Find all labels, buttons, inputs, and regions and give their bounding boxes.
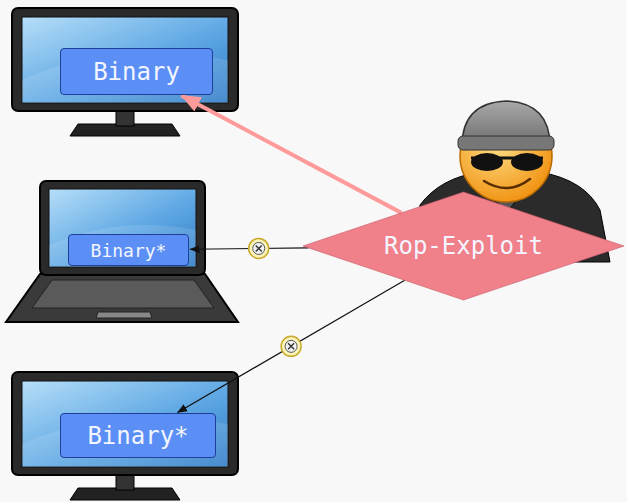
- blocked-icon: [281, 336, 301, 356]
- blocked-icon: [249, 238, 269, 258]
- node-label: Binary: [93, 58, 180, 86]
- laptop: [6, 181, 238, 322]
- binary-box: Binary: [60, 48, 213, 95]
- diamond-shape: [303, 192, 624, 300]
- monitor-top: [12, 8, 238, 136]
- binary-box: Binary*: [68, 234, 189, 266]
- node-label: Binary*: [87, 422, 188, 450]
- node-label: Rop-Exploit: [384, 232, 543, 260]
- exploit-arrow: [178, 280, 405, 412]
- node-label: Binary*: [91, 240, 167, 261]
- binary-box: Binary*: [60, 413, 216, 458]
- decision-diamond: Rop-Exploit: [303, 192, 624, 300]
- monitor-bottom: [12, 372, 238, 500]
- exploit-arrow: [181, 95, 401, 212]
